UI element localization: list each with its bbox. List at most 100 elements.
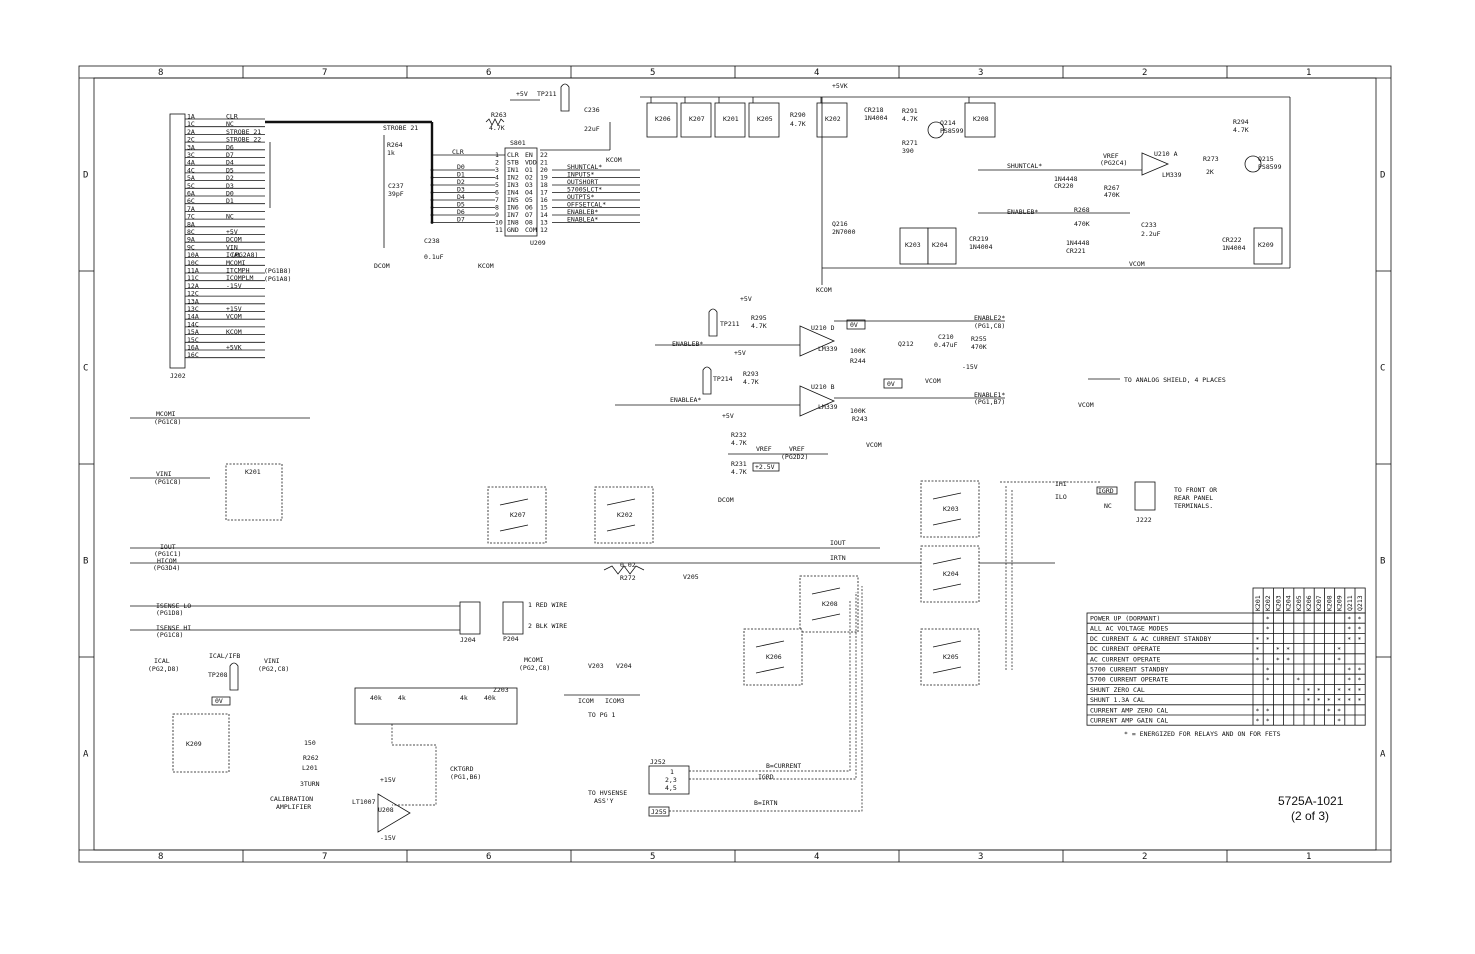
output-signal: OFFSETCAL*: [567, 201, 606, 209]
pin-signal: MCOMI: [226, 259, 246, 267]
svg-text:U210 D: U210 D: [811, 324, 835, 332]
pin-signal: D0: [226, 190, 234, 198]
zone-label: D: [1380, 171, 1385, 181]
zone-label: 8: [158, 68, 163, 78]
pin-name: O4: [525, 189, 533, 197]
svg-text:(PG2,C8): (PG2,C8): [519, 664, 550, 672]
pin-name: VDD: [525, 159, 537, 167]
pin-number: 6: [495, 189, 499, 197]
svg-text:0V: 0V: [850, 321, 858, 329]
svg-text:-15V: -15V: [962, 363, 978, 371]
pin-name: O6: [525, 204, 533, 212]
svg-text:(PG1A8): (PG1A8): [264, 275, 291, 283]
output-signal: OUTSHORT: [567, 178, 598, 186]
svg-text:4.7K: 4.7K: [751, 322, 767, 330]
pin-number: 10A: [187, 251, 199, 259]
svg-text:R268: R268: [1074, 206, 1090, 214]
svg-text:CKTGRD: CKTGRD: [450, 765, 474, 773]
table-mark: *: [1327, 697, 1331, 705]
svg-text:TERMINALS.: TERMINALS.: [1174, 502, 1213, 510]
svg-text:VCOM: VCOM: [1129, 260, 1145, 268]
svg-text:LT1007: LT1007: [352, 798, 376, 806]
zone-label: 2: [1142, 68, 1147, 78]
svg-text:VREF: VREF: [1103, 152, 1119, 160]
svg-text:R244: R244: [850, 357, 866, 365]
zone-label: 2: [1142, 852, 1147, 862]
table-mark: *: [1307, 697, 1311, 705]
svg-text:Q216: Q216: [832, 220, 848, 228]
svg-text:IRTN: IRTN: [830, 554, 846, 562]
svg-text:K209: K209: [186, 740, 202, 748]
svg-text:TO PG 1: TO PG 1: [588, 711, 615, 719]
svg-text:HICOM: HICOM: [157, 557, 177, 565]
pin-signal: D5: [226, 166, 234, 174]
pin-name: IN6: [507, 204, 519, 212]
pin-number: 17: [540, 189, 548, 197]
pin-number: 4: [495, 174, 499, 182]
svg-text:1N4448: 1N4448: [1066, 239, 1090, 247]
pin-number: 9A: [187, 236, 195, 244]
drawing-border: [78, 65, 1392, 863]
svg-text:(PG1C1): (PG1C1): [154, 550, 181, 558]
relay-contact-block: [743, 628, 803, 686]
svg-text:PS8599: PS8599: [1258, 163, 1282, 171]
pin-name: O7: [525, 211, 533, 219]
pin-number: 6C: [187, 197, 195, 205]
calibration-amplifier: ICAL (PG2,D8) ICAL/IFB TP208 0V VINI (PG…: [148, 652, 550, 842]
svg-text:3TURN: 3TURN: [300, 780, 320, 788]
pin-signal: DCOM: [226, 236, 242, 244]
table-mark: *: [1266, 676, 1270, 684]
table-column-header: K203: [1274, 595, 1282, 611]
svg-text:1N4448: 1N4448: [1054, 175, 1078, 183]
table-mark: *: [1256, 656, 1260, 664]
svg-text:B=CURRENT: B=CURRENT: [766, 762, 801, 770]
pin-signal: NC: [226, 120, 234, 128]
svg-text:1: 1: [670, 768, 674, 776]
pin-name: COM: [525, 226, 537, 234]
svg-text:+5VK: +5VK: [832, 82, 848, 90]
relay-ref: K207: [689, 115, 705, 123]
svg-text:2K: 2K: [1206, 168, 1214, 176]
svg-text:40k: 40k: [484, 694, 496, 702]
svg-text:2,3: 2,3: [665, 776, 677, 784]
table-mark: *: [1256, 707, 1260, 715]
svg-text:R293: R293: [743, 370, 759, 378]
table-mark: *: [1317, 686, 1321, 694]
table-mark: *: [1358, 666, 1362, 674]
zone-label: B: [1380, 557, 1385, 567]
table-mark: *: [1307, 686, 1311, 694]
table-mark: *: [1337, 697, 1341, 705]
svg-text:R294: R294: [1233, 118, 1249, 126]
pin-number: 13: [540, 219, 548, 227]
svg-text:+5V: +5V: [722, 412, 734, 420]
pin-signal: VIN: [226, 243, 238, 251]
svg-text:S801: S801: [510, 139, 526, 147]
zone-label: 5: [650, 852, 655, 862]
svg-text:(PG1,B6): (PG1,B6): [450, 773, 481, 781]
svg-text:R273: R273: [1203, 155, 1219, 163]
svg-text:CALIBRATION: CALIBRATION: [270, 795, 313, 803]
svg-text:IHI: IHI: [1055, 480, 1067, 488]
svg-text:MCOMI: MCOMI: [156, 410, 176, 418]
pin-name: IN7: [507, 211, 519, 219]
svg-text:K203: K203: [905, 241, 921, 249]
zone-label: C: [1380, 364, 1385, 374]
relay-coil: [646, 102, 678, 138]
svg-text:IGRD: IGRD: [758, 773, 774, 781]
pin-signal: STROBE 21: [226, 128, 261, 136]
relay-ref: K203: [943, 505, 959, 513]
pin-number: 19: [540, 174, 548, 182]
svg-text:40k: 40k: [370, 694, 382, 702]
output-signal: SHUNTCAL*: [567, 163, 602, 171]
svg-text:L201: L201: [302, 764, 318, 772]
pin-number: 16: [540, 196, 548, 204]
relay-ref: K204: [943, 570, 959, 578]
pin-number: 8: [495, 204, 499, 212]
svg-text:1k: 1k: [387, 149, 395, 157]
svg-text:22uF: 22uF: [584, 125, 600, 133]
pin-number: 15A: [187, 328, 199, 336]
svg-text:2.2uF: 2.2uF: [1141, 230, 1161, 238]
table-row-label: ALL AC VOLTAGE MODES: [1090, 625, 1168, 633]
pin-name: IN5: [507, 196, 519, 204]
data-line: D0: [457, 163, 465, 171]
